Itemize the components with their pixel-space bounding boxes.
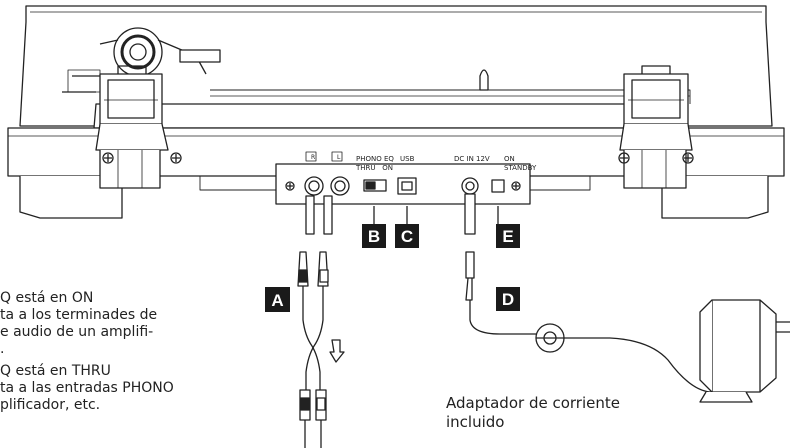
label-dc-in: DC IN 12V bbox=[454, 155, 490, 163]
callout-b: B bbox=[368, 227, 380, 246]
callout-a: A bbox=[271, 291, 283, 310]
label-phono-eq: PHONO EQ bbox=[356, 155, 394, 163]
label-thru-on: THRU ON bbox=[355, 164, 393, 172]
label-r: R bbox=[311, 154, 315, 161]
power-cord bbox=[464, 193, 714, 393]
rca-cable bbox=[297, 195, 333, 448]
note-line-5: Q está en THRU bbox=[0, 363, 111, 379]
rca-jack-right bbox=[304, 176, 324, 196]
note-line-1: Q está en ON bbox=[0, 290, 94, 306]
label-on: ON bbox=[504, 155, 515, 163]
hinge-screw bbox=[618, 152, 630, 164]
callout-b-box bbox=[362, 224, 386, 248]
panel-screw bbox=[511, 181, 521, 191]
label-usb: USB bbox=[400, 155, 415, 163]
hinge-screw bbox=[682, 152, 694, 164]
usb-port bbox=[397, 177, 417, 195]
label-l: L bbox=[337, 154, 341, 161]
note-line-7: plificador, etc. bbox=[0, 397, 101, 413]
callout-d: D bbox=[502, 290, 514, 309]
adapter-caption-line-2: incluido bbox=[446, 413, 505, 431]
callout-a-box bbox=[265, 287, 290, 312]
rca-jack-left bbox=[330, 176, 350, 196]
right-hinge bbox=[619, 65, 693, 189]
hinge-screw bbox=[102, 152, 114, 164]
platter bbox=[93, 103, 683, 129]
note-line-2: ta a los terminades de bbox=[0, 307, 158, 323]
callout-e-box bbox=[496, 224, 520, 248]
standby-button bbox=[491, 179, 505, 193]
note-line-6: ta a las entradas PHONO bbox=[0, 380, 174, 396]
note-line-3: e audio de un amplifi- bbox=[0, 324, 154, 340]
callout-e: E bbox=[502, 227, 513, 246]
left-hinge bbox=[95, 65, 169, 189]
phono-eq-switch bbox=[363, 179, 387, 192]
note-line-4: . bbox=[0, 341, 5, 357]
label-standby: STANDBY bbox=[504, 164, 537, 172]
panel-screw bbox=[285, 181, 295, 191]
spindle bbox=[479, 69, 489, 91]
adapter-caption-line-1: Adaptador de corriente bbox=[446, 394, 620, 412]
callout-c-box bbox=[395, 224, 419, 248]
ac-adapter bbox=[699, 299, 790, 403]
direction-arrow bbox=[329, 339, 345, 363]
callout-c: C bbox=[401, 227, 413, 246]
hinge-screw bbox=[170, 152, 182, 164]
callout-d-box bbox=[496, 287, 520, 311]
